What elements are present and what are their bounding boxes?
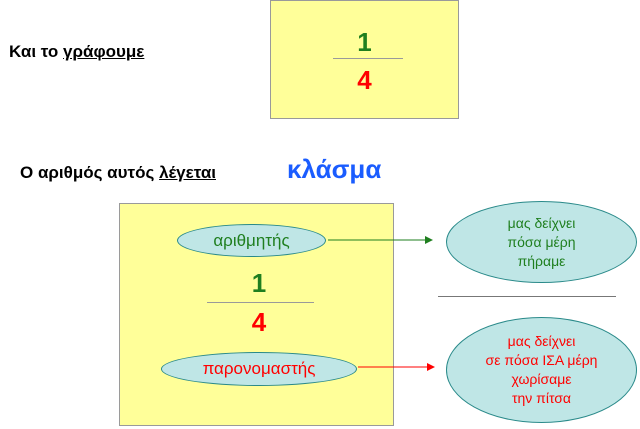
numerator-explanation-line: μας δείχνει: [507, 214, 576, 231]
denominator-label: παρονομαστής: [202, 359, 316, 378]
numerator-label-ellipse: αριθμητής: [177, 224, 326, 257]
denominator-explanation-line: την πίτσα: [511, 390, 572, 406]
numerator-label: αριθμητής: [213, 230, 290, 250]
denominator-explanation-line: μας δείχνει: [507, 333, 576, 349]
definition-text: Ο αριθμός αυτός λέγεται: [20, 163, 216, 183]
intro-prefix: Και το: [9, 42, 64, 61]
definition-underlined-word: λέγεται: [159, 163, 216, 182]
denominator-explanation-line: σε πόσα ΙΣΑ μέρη: [485, 352, 598, 368]
top-fraction-denominator: 4: [357, 65, 372, 95]
intro-text: Και το γράφουμε: [9, 42, 144, 62]
numerator-explanation-ellipse: μας δείχνει πόσα μέρη πήραμε: [446, 201, 637, 283]
definition-term: κλάσμα: [287, 154, 382, 184]
denominator-explanation-ellipse: μας δείχνει σε πόσα ΙΣΑ μέρη χωρίσαμε τη…: [446, 317, 637, 423]
main-fraction-bar: [207, 302, 314, 303]
separator-line: [438, 296, 616, 297]
numerator-explanation-line: πήραμε: [517, 252, 566, 269]
top-fraction-box: 1 4: [270, 0, 459, 119]
denominator-explanation-line: χωρίσαμε: [511, 371, 572, 387]
denominator-label-ellipse: παρονομαστής: [161, 352, 357, 386]
main-fraction-numerator: 1: [251, 268, 267, 298]
main-fraction-denominator: 4: [251, 307, 267, 337]
top-fraction-numerator: 1: [357, 27, 372, 57]
numerator-explanation-line: πόσα μέρη: [507, 233, 576, 250]
top-fraction-bar: [333, 58, 403, 59]
definition-prefix: Ο αριθμός αυτός: [20, 163, 160, 182]
intro-underlined-word: γράφουμε: [63, 42, 145, 61]
